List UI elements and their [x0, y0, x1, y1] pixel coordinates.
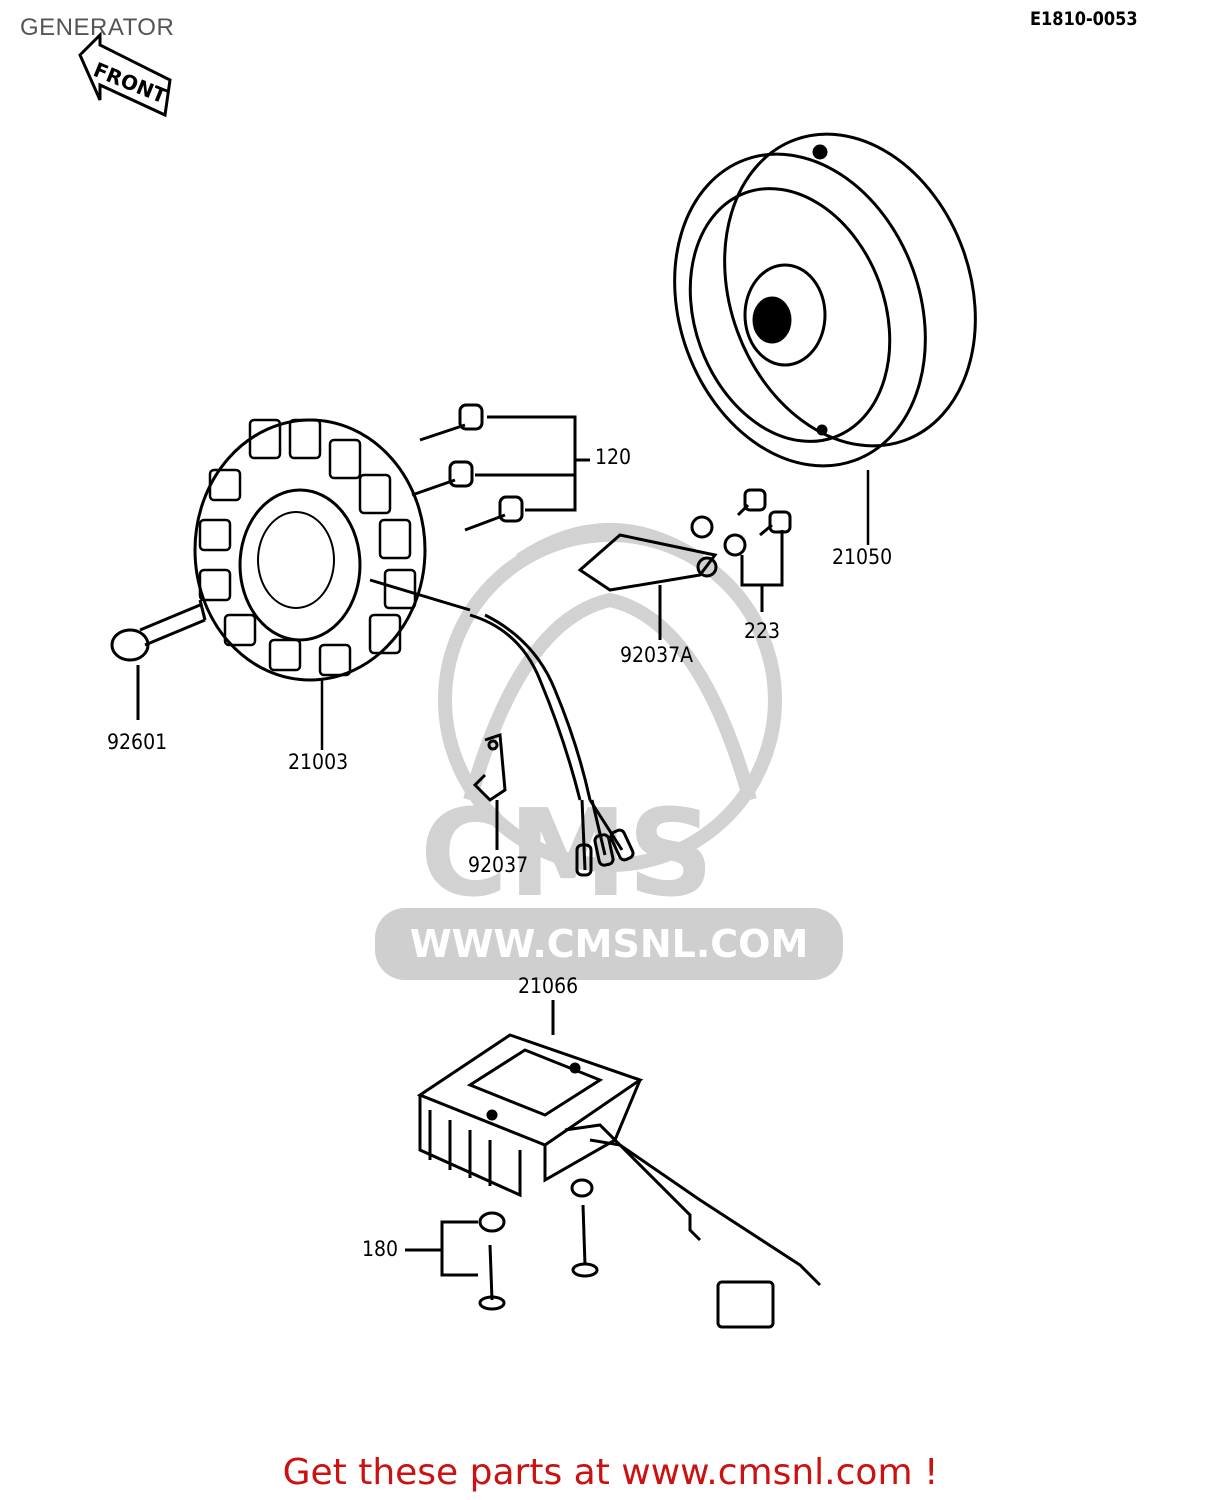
- callout-120: 120: [595, 445, 632, 469]
- front-label: FRONT: [90, 57, 170, 108]
- callout-180: 180: [362, 1237, 399, 1261]
- regulator-21066: [416, 1000, 822, 1329]
- callout-223: 223: [744, 619, 781, 643]
- callout-21066: 21066: [518, 974, 579, 998]
- front-arrow-icon: FRONT: [78, 31, 172, 118]
- callout-92601: 92601: [107, 730, 168, 754]
- bolts-223: [723, 488, 792, 612]
- clamp-92037: [472, 732, 507, 850]
- bracket-92037A: [577, 515, 718, 640]
- watermark-url-box: [375, 908, 843, 980]
- footer-link[interactable]: Get these parts at www.cmsnl.com !: [282, 1452, 939, 1493]
- watermark-cms-text: CMS: [420, 785, 714, 924]
- svg-text:CMS: CMS: [420, 785, 714, 924]
- callout-92037: 92037: [468, 853, 529, 877]
- stator-coil: [193, 418, 427, 682]
- callout-92037A: 92037A: [620, 643, 694, 667]
- diagram-code: E1810-0053: [1030, 8, 1138, 30]
- callout-21050: 21050: [832, 545, 893, 569]
- callout-21003: 21003: [288, 750, 349, 774]
- watermark-url: WWW.CMSNL.COM: [409, 922, 809, 966]
- screws-180: [405, 1178, 599, 1311]
- screws-120: [411, 403, 590, 532]
- bolt-92601: [110, 599, 207, 720]
- leader-lines: [320, 470, 870, 750]
- stator-harness: [369, 578, 635, 877]
- flywheel-rotor: [673, 132, 977, 468]
